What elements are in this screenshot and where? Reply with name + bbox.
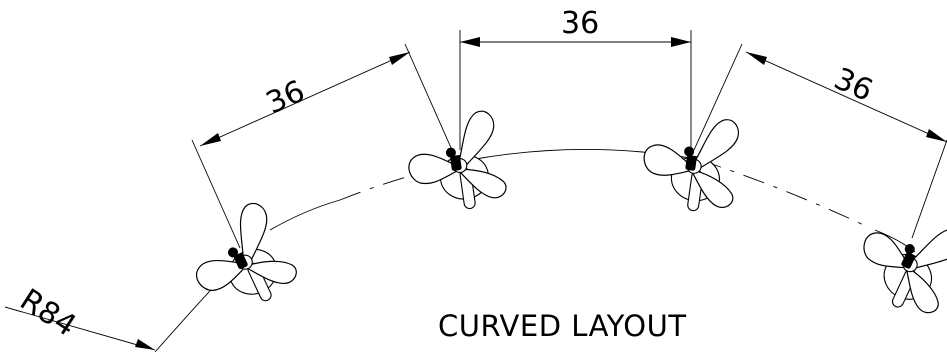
dimension-right-label: 36 <box>829 61 878 109</box>
dimension-top-label: 36 <box>561 6 599 41</box>
sprinkler-heads <box>195 110 947 314</box>
drawing-title: CURVED LAYOUT <box>438 309 687 343</box>
rotor-sprinkler-icon <box>195 202 297 302</box>
radius-label: R84 <box>14 282 83 344</box>
rotor-sprinkler-icon <box>863 228 947 314</box>
rotor-sprinkler-icon <box>643 119 739 212</box>
radius-dimension: R84 <box>4 282 156 351</box>
rotor-sprinkler-icon <box>408 110 507 210</box>
dimension-left: 36 <box>191 43 453 249</box>
dimension-top: 36 <box>459 6 692 150</box>
dimension-left-label: 36 <box>261 74 310 122</box>
